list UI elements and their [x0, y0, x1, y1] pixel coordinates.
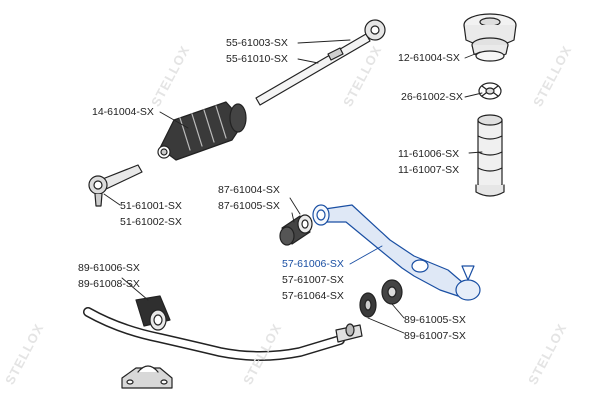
arm-bushing-drawing: [279, 214, 313, 246]
label-inner-tie-rod-2: 55-61010-SX: [226, 53, 288, 65]
label-tie-rod-end-1: 51-61001-SX: [120, 200, 182, 212]
label-bearing: 26-61002-SX: [401, 91, 463, 103]
label-rear-arm-bushing-2: 89-61007-SX: [404, 330, 466, 342]
bracket-drawing: [121, 365, 173, 389]
label-control-arm-1: 57-61006-SX: [282, 258, 344, 270]
inner-tie-rod-drawing: [255, 19, 386, 106]
stabilizer-bar-drawing: [83, 307, 363, 361]
label-inner-tie-rod-1: 55-61003-SX: [226, 37, 288, 49]
steering-boot-drawing: [157, 101, 247, 161]
label-rear-arm-bushing-1: 89-61005-SX: [404, 314, 466, 326]
label-arm-bushing-2: 87-61005-SX: [218, 200, 280, 212]
label-stab-bushing-1: 89-61006-SX: [78, 262, 140, 274]
bearing-drawing: [478, 82, 502, 100]
control-arm-drawing: [312, 204, 481, 301]
label-stab-bushing-2: 89-61008-SX: [78, 278, 140, 290]
leader-lines: [103, 39, 483, 334]
label-control-arm-3: 57-61064-SX: [282, 290, 344, 302]
label-control-arm-2: 57-61007-SX: [282, 274, 344, 286]
stab-bushing-drawing: [135, 295, 171, 331]
bump-boot-drawing: [475, 114, 505, 197]
label-tie-rod-end-2: 51-61002-SX: [120, 216, 182, 228]
strut-mount-drawing: [463, 13, 517, 62]
label-strut-mount: 12-61004-SX: [398, 52, 460, 64]
tie-rod-end-drawing: [88, 164, 143, 207]
label-bump-boot-2: 11-61007-SX: [398, 164, 460, 176]
rear-arm-bushing-drawing: [359, 279, 403, 318]
label-steering-boot: 14-61004-SX: [92, 106, 154, 118]
label-bump-boot-1: 11-61006-SX: [398, 148, 460, 160]
label-arm-bushing-1: 87-61004-SX: [218, 184, 280, 196]
